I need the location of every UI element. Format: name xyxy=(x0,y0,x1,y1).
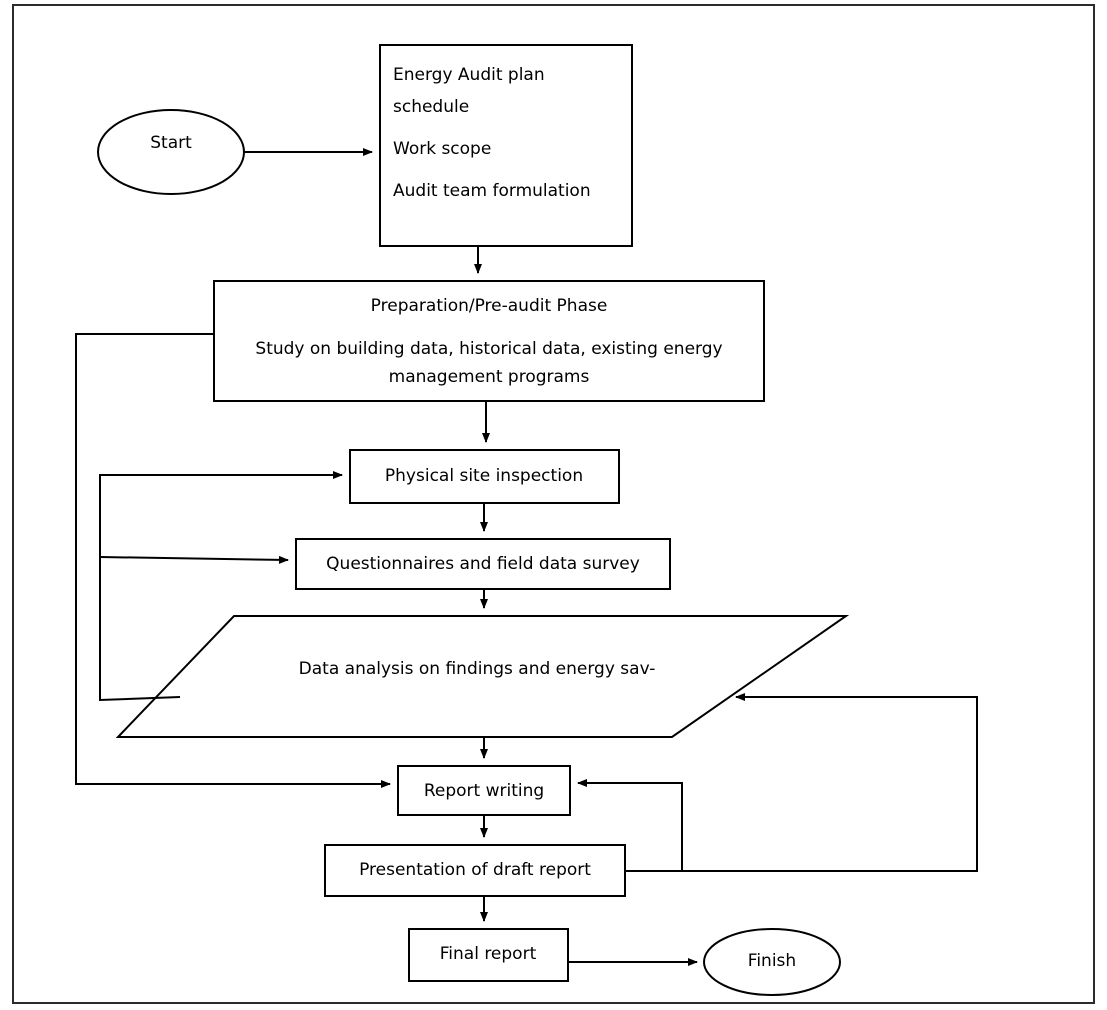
node-plan-line3: Work scope xyxy=(393,139,491,159)
edge-draft-presentation-feedback-to-report-writing xyxy=(577,779,683,871)
edge-data-analysis-feedback-to-questionnaires xyxy=(99,555,289,564)
node-questionnaires-label: Questionnaires and field data survey xyxy=(326,554,640,574)
node-report-writing-label: Report writing xyxy=(424,781,544,801)
node-finish-label: Finish xyxy=(748,951,796,971)
node-finish-shape xyxy=(703,928,841,996)
node-data-analysis-label: Data analysis on findings and energy sav… xyxy=(299,659,656,679)
node-start-label: Start xyxy=(150,133,192,153)
edge-draft-presentation-feedback-to-data-analysis xyxy=(625,693,978,872)
node-site-inspection-shape xyxy=(349,449,620,504)
node-site-inspection-label: Physical site inspection xyxy=(385,466,583,486)
node-preparation-line1: Preparation/Pre-audit Phase xyxy=(371,296,608,316)
node-plan-line4: Audit team formulation xyxy=(393,181,591,201)
diagram-frame xyxy=(12,4,1095,1004)
edge-data-analysis-feedback-to-site-inspection xyxy=(99,471,343,702)
node-data-analysis-shape xyxy=(115,615,850,738)
node-plan-shape xyxy=(379,44,633,247)
node-preparation-line3: management programs xyxy=(389,367,590,387)
node-preparation-shape xyxy=(213,280,765,402)
node-final-report-label: Final report xyxy=(440,944,537,964)
node-final-report-shape xyxy=(408,928,569,982)
node-plan-line2: schedule xyxy=(393,97,469,117)
node-draft-presentation-shape xyxy=(324,844,626,897)
node-preparation-line2: Study on building data, historical data,… xyxy=(255,339,722,359)
node-report-writing-shape xyxy=(397,765,571,816)
node-plan-line1: Energy Audit plan xyxy=(393,65,545,85)
node-draft-presentation-label: Presentation of draft report xyxy=(359,860,591,880)
edge-preparation-bypass-to-report-writing xyxy=(75,333,391,788)
